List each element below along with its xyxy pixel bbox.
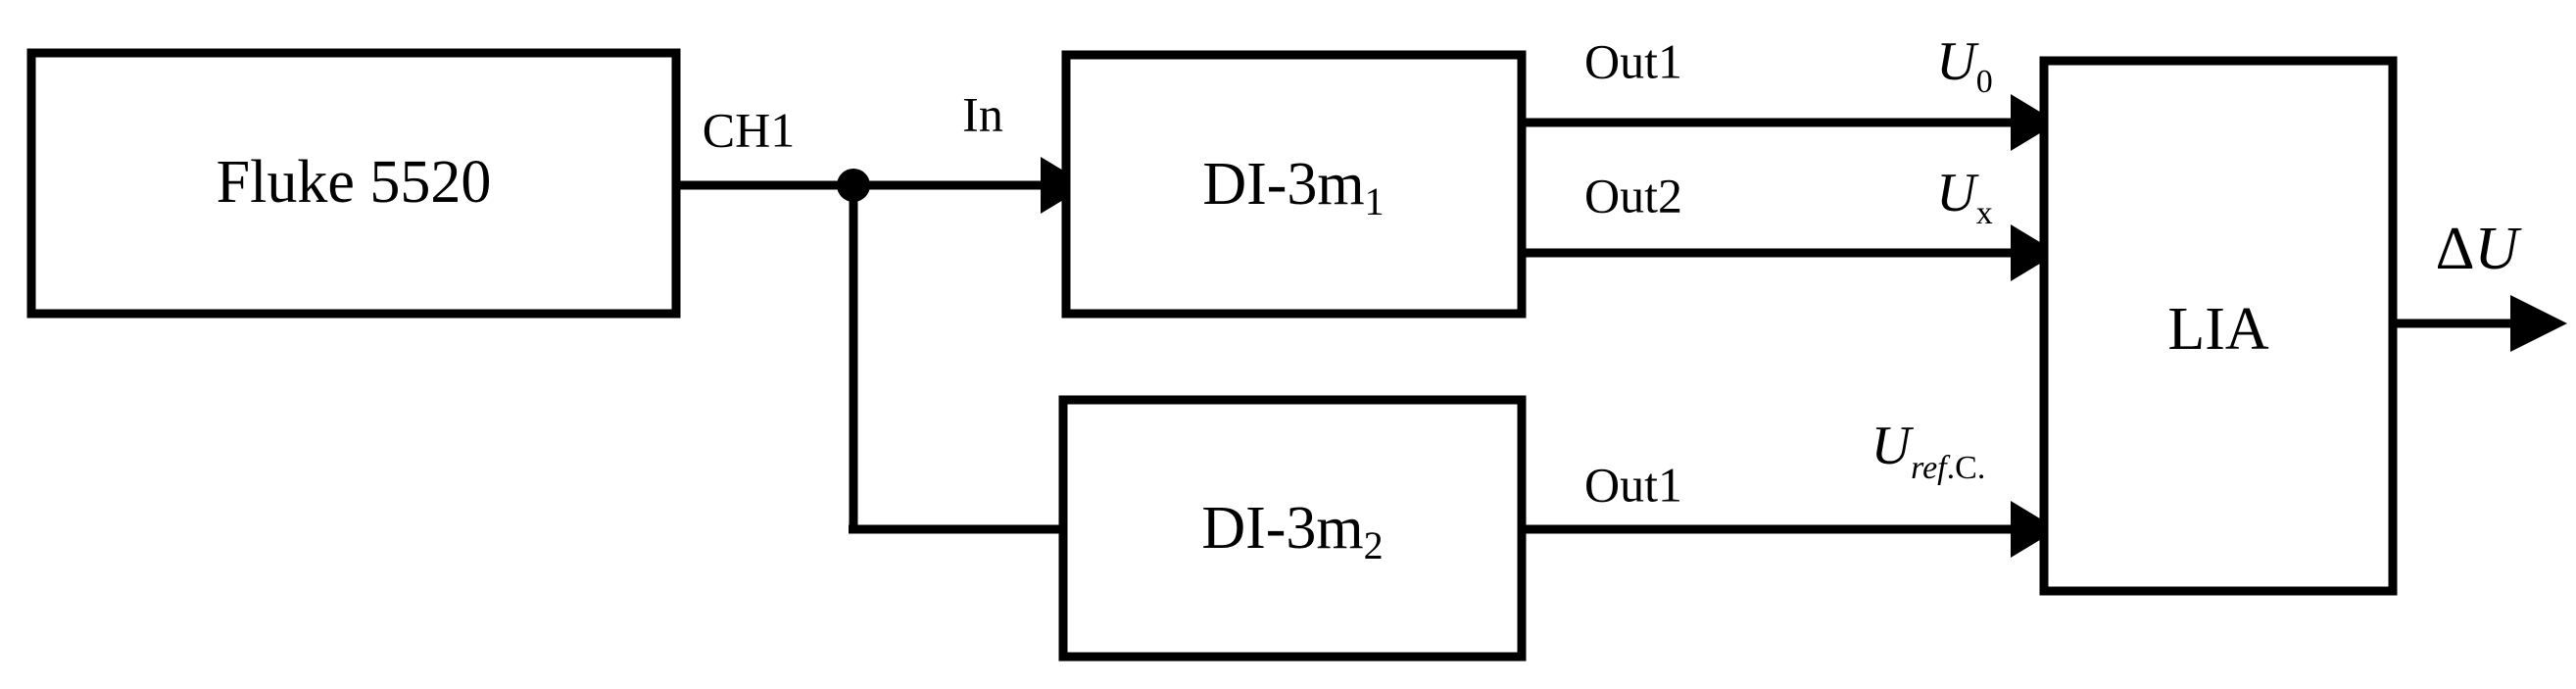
label-u-ref-subscript-italic: ref <box>1911 450 1951 486</box>
label-delta-u-symbol: U <box>2475 216 2523 282</box>
label-u-zero: U0 <box>1936 31 1992 100</box>
arrowhead-lia-u0-in <box>2011 94 2058 151</box>
label-u-zero-subscript: 0 <box>1976 64 1993 100</box>
label-u-x-symbol: U <box>1936 163 1979 223</box>
label-u-x-subscript: x <box>1976 195 1993 231</box>
block-di-3m-2-label-sub: 2 <box>1364 523 1384 567</box>
block-lia-label: LIA <box>2167 296 2269 363</box>
junction-dot <box>837 169 870 202</box>
block-di-3m-2[interactable] <box>1058 395 1527 662</box>
label-ch1: CH1 <box>703 102 795 157</box>
label-delta-u: ΔU <box>2436 216 2523 282</box>
block-di-3m-1[interactable] <box>1061 50 1527 319</box>
label-delta-u-delta: Δ <box>2436 216 2475 282</box>
label-u-ref-subscript-upright: .C. <box>1947 450 1986 486</box>
block-fluke-5520[interactable] <box>26 48 681 319</box>
label-out1-top: Out1 <box>1584 33 1682 88</box>
label-u-zero-symbol: U <box>1936 31 1979 92</box>
block-fluke-5520-label: Fluke 5520 <box>217 149 492 216</box>
arrowhead-delta-u-out <box>2510 295 2567 352</box>
block-lia[interactable] <box>2039 56 2398 596</box>
label-u-ref-symbol: U <box>1871 416 1915 476</box>
block-di-3m-1-label-sub: 1 <box>1365 179 1385 223</box>
label-u-ref: Uref.C. <box>1871 416 1986 486</box>
arrowhead-lia-uref-in <box>2011 501 2058 558</box>
block-di-3m-1-label-main: DI-3m <box>1202 151 1364 218</box>
label-u-x: Ux <box>1936 163 1992 231</box>
block-di-3m-2-label: DI-3m2 <box>1201 495 1383 567</box>
label-out2: Out2 <box>1584 168 1682 222</box>
label-in: In <box>962 86 1003 141</box>
label-out1-bottom: Out1 <box>1584 457 1682 512</box>
arrowhead-lia-ux-in <box>2011 224 2058 281</box>
block-di-3m-2-label-main: DI-3m <box>1201 495 1363 562</box>
block-di-3m-1-label: DI-3m1 <box>1202 151 1384 223</box>
